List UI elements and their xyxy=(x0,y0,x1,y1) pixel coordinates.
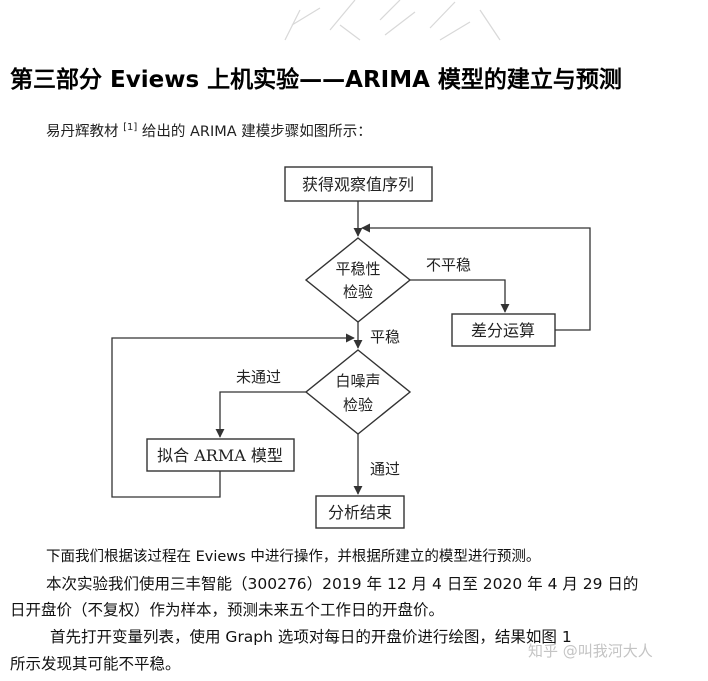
paragraph-1: 下面我们根据该过程在 Eviews 中进行操作，并根据所建立的模型进行预测。 xyxy=(46,549,541,565)
background-watermark-strokes xyxy=(284,0,501,41)
fit-arma-label: 拟合 ARMA 模型 xyxy=(157,446,283,465)
paragraph-2-line-1: 本次实验我们使用三丰智能（300276）2019 年 12 月 4 日至 202… xyxy=(46,575,639,593)
passed-label: 通过 xyxy=(370,460,400,478)
differencing-label: 差分运算 xyxy=(471,321,535,340)
arrow-to-differencing xyxy=(410,279,510,313)
not-passed-label: 未通过 xyxy=(236,368,281,386)
whitenoise-label-1: 白噪声 xyxy=(335,372,380,390)
paragraph-2-line-2: 日开盘价（不复权）作为样本，预测未来五个工作日的开盘价。 xyxy=(10,601,445,619)
nonstationary-label: 不平稳 xyxy=(426,256,471,274)
intro-line: 易丹辉教材 [1] 给出的 ARIMA 建模步骤如图所示： xyxy=(46,120,372,141)
reference-marker[interactable]: [1] xyxy=(123,122,138,134)
stationarity-test-diamond xyxy=(304,237,412,323)
stationary-label: 平稳 xyxy=(370,328,400,346)
zhihu-watermark: 知乎 @叫我河大人 xyxy=(528,642,653,660)
analysis-end-label: 分析结束 xyxy=(328,503,392,522)
arrow-to-fit-model xyxy=(215,391,306,438)
obtain-series-box xyxy=(284,166,433,202)
fit-arma-box xyxy=(146,438,295,472)
intro-text-after: 给出的 ARIMA 建模步骤如图所示： xyxy=(141,124,372,140)
analysis-end-box xyxy=(315,495,405,529)
stationarity-label-2: 检验 xyxy=(343,283,373,301)
section-heading: 第三部分 Eviews 上机实验——ARIMA 模型的建立与预测 xyxy=(10,67,622,93)
whitenoise-test-diamond xyxy=(304,349,412,435)
paragraph-3-line-1: 首先打开变量列表，使用 Graph 选项对每日的开盘价进行绘图，结果如图 1 xyxy=(50,628,572,646)
whitenoise-label-2: 检验 xyxy=(343,396,373,414)
arrow-differencing-feedback xyxy=(361,223,591,331)
paragraph-3-line-2: 所示发现其可能不平稳。 xyxy=(10,655,181,673)
arima-flowchart: 获得观察值序列 平稳性 检验 不平稳 差分运算 平稳 白噪声 检验 未通过 拟合… xyxy=(111,166,591,529)
stationarity-label-1: 平稳性 xyxy=(335,260,380,278)
arrow-fit-feedback xyxy=(111,333,355,498)
obtain-series-label: 获得观察值序列 xyxy=(302,175,414,194)
intro-text-before: 易丹辉教材 xyxy=(46,124,119,140)
